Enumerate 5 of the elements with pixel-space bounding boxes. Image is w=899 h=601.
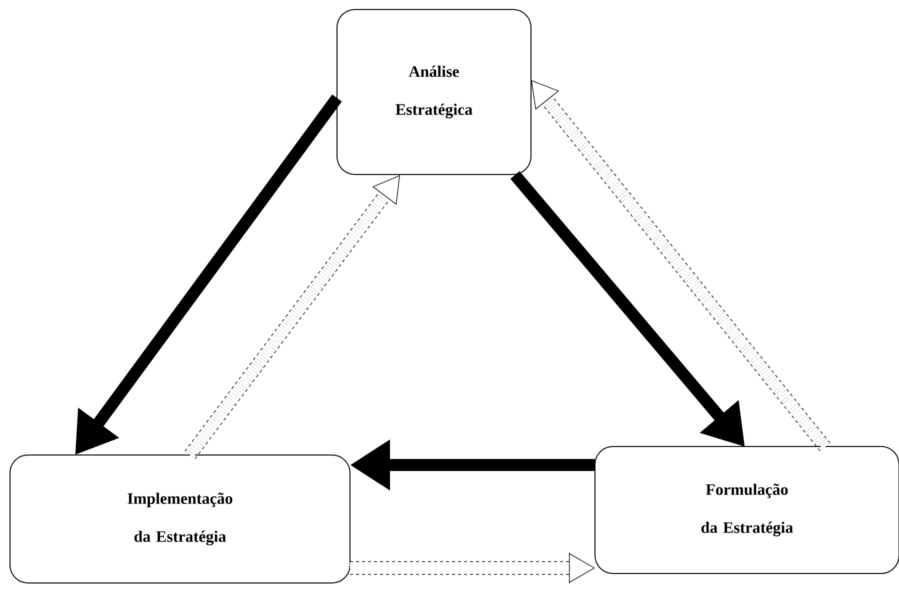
process-box: Implementação da Estratégia bbox=[10, 454, 350, 584]
arrow bbox=[531, 80, 830, 452]
process-box: Formulação da Estratégia bbox=[594, 446, 899, 574]
process-box: Análise Estratégica bbox=[336, 9, 532, 175]
arrow bbox=[184, 175, 400, 459]
